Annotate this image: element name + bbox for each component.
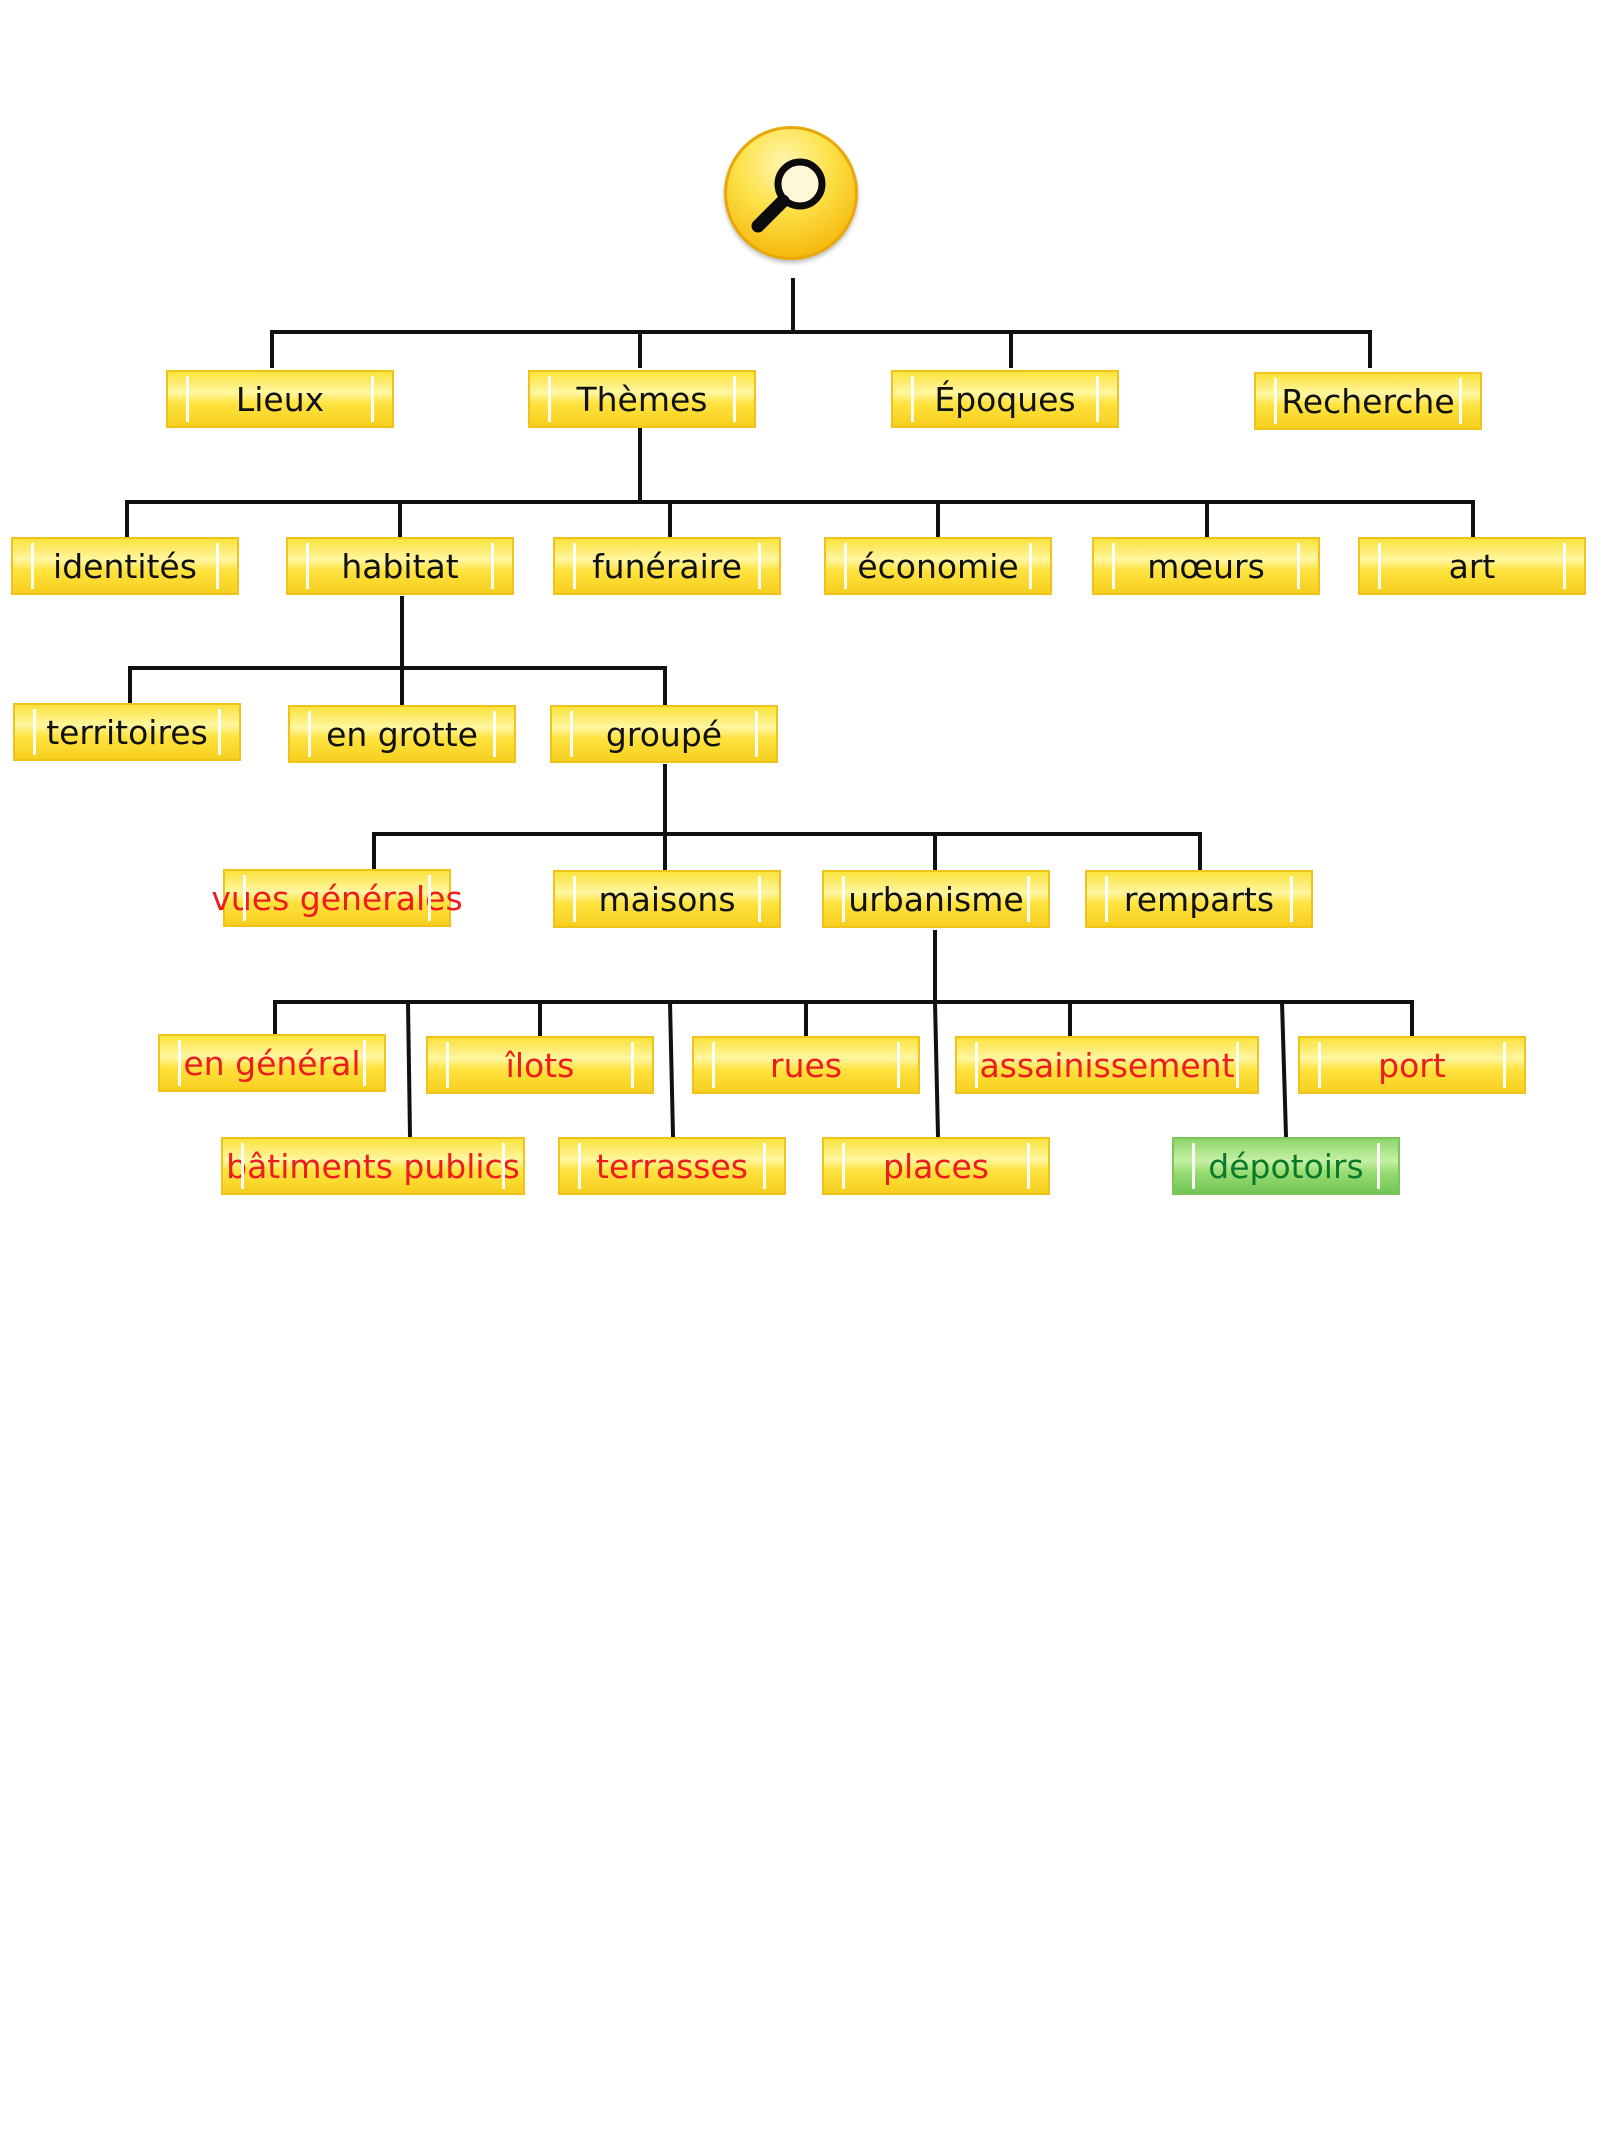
node-groupe[interactable]: groupé (550, 705, 778, 763)
node-rues[interactable]: rues (692, 1036, 920, 1094)
connector-line (932, 999, 941, 1139)
connector-line (405, 999, 413, 1139)
connector-line (667, 999, 676, 1139)
node-remparts[interactable]: remparts (1085, 870, 1313, 928)
node-port[interactable]: port (1298, 1036, 1526, 1094)
magnifying-glass-icon (751, 158, 826, 233)
node-urbanisme[interactable]: urbanisme (822, 870, 1050, 928)
node-en-grotte[interactable]: en grotte (288, 705, 516, 763)
node-moeurs[interactable]: mœurs (1092, 537, 1320, 595)
connector-line (1279, 999, 1289, 1139)
node-maisons[interactable]: maisons (553, 870, 781, 928)
node-batiments-publics[interactable]: bâtiments publics (221, 1137, 525, 1195)
node-assainissement[interactable]: assainissement (955, 1036, 1259, 1094)
node-lieux[interactable]: Lieux (166, 370, 394, 428)
search-button[interactable] (724, 126, 858, 260)
node-vues-generales[interactable]: vues générales (211, 869, 463, 927)
node-identites[interactable]: identités (11, 537, 239, 595)
node-en-general[interactable]: en général (158, 1034, 386, 1092)
node-territoires[interactable]: territoires (13, 703, 241, 761)
node-depotoirs[interactable]: dépotoirs (1172, 1137, 1400, 1195)
node-recherche[interactable]: Recherche (1254, 372, 1482, 430)
node-terrasses[interactable]: terrasses (558, 1137, 786, 1195)
node-habitat[interactable]: habitat (286, 537, 514, 595)
node-art[interactable]: art (1358, 537, 1586, 595)
node-funeraire[interactable]: funéraire (553, 537, 781, 595)
node-places[interactable]: places (822, 1137, 1050, 1195)
node-economie[interactable]: économie (824, 537, 1052, 595)
node-ilots[interactable]: îlots (426, 1036, 654, 1094)
node-themes[interactable]: Thèmes (528, 370, 756, 428)
node-epoques[interactable]: Époques (891, 370, 1119, 428)
